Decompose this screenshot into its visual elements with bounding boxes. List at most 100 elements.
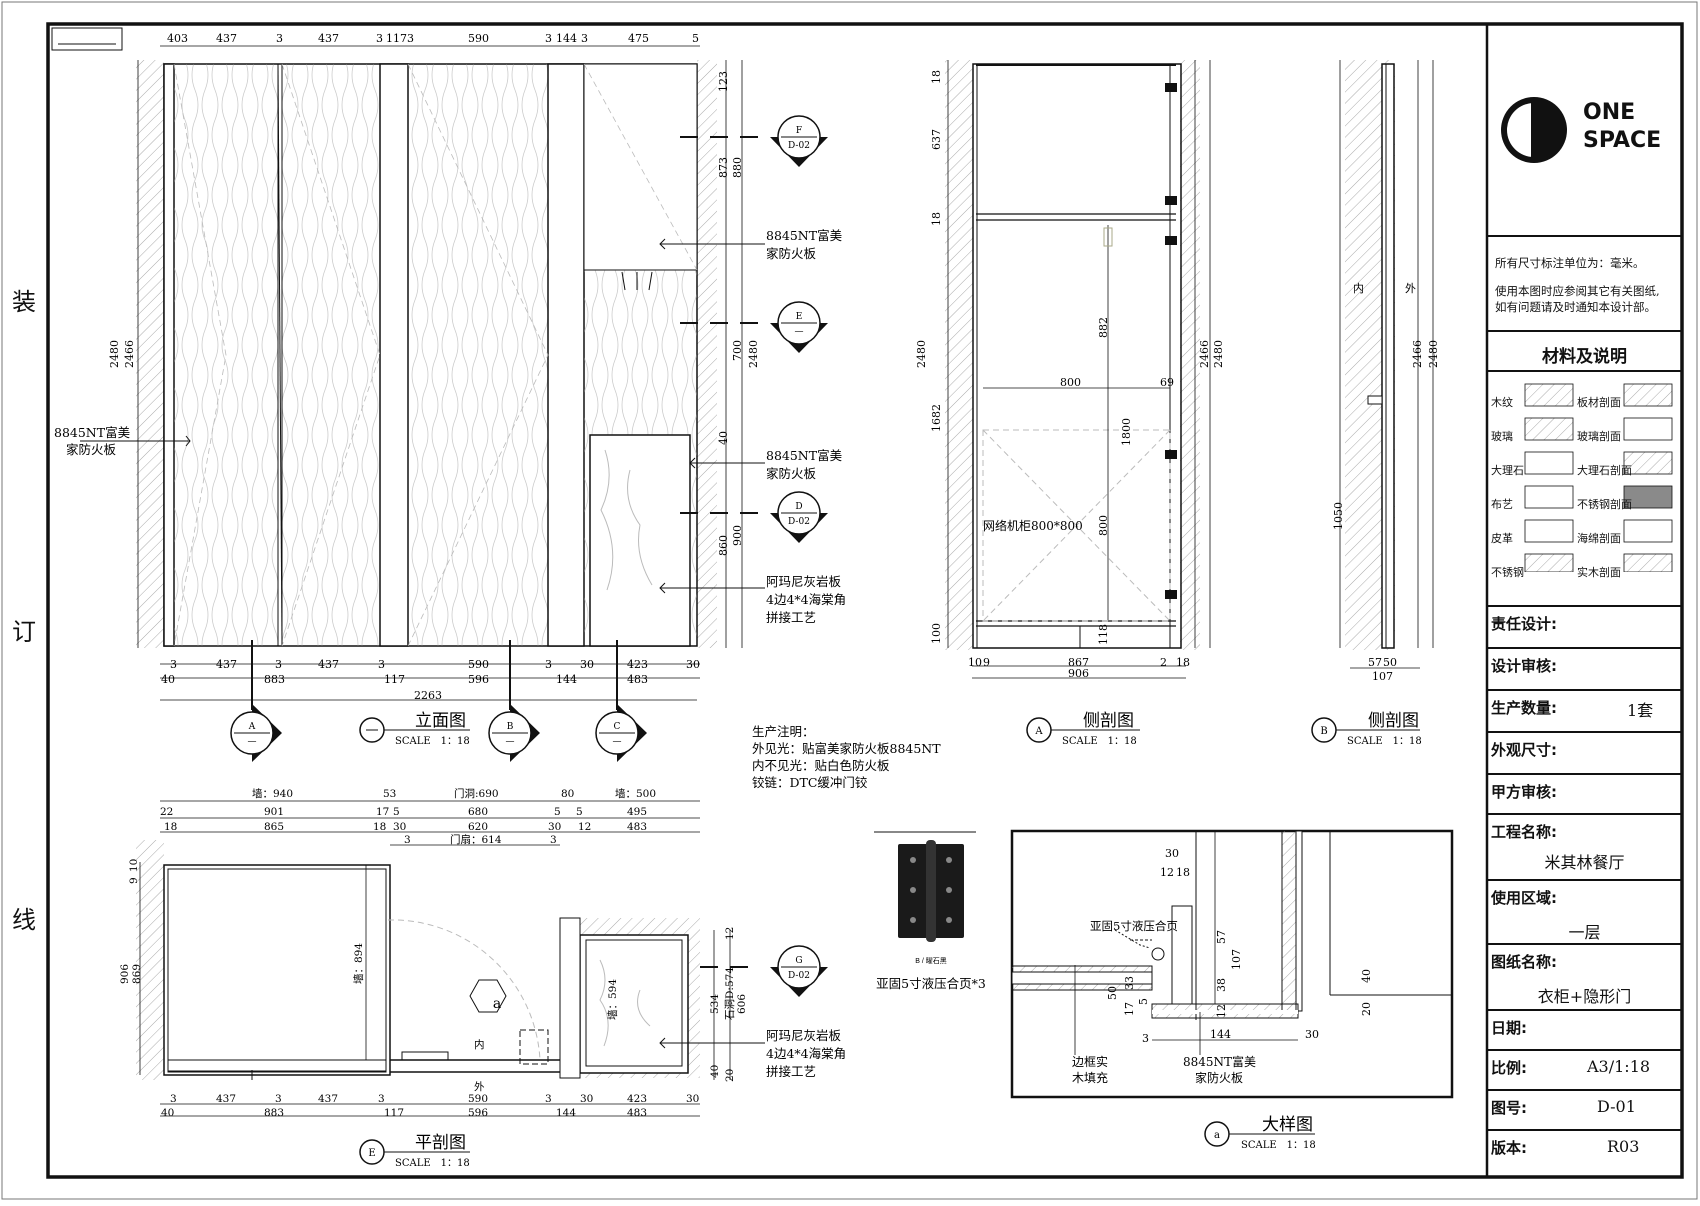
- notes-line-2: 内不见光：贴白色防火板: [752, 758, 890, 773]
- label-fireboard-mid-1: 8845NT富美: [766, 448, 842, 463]
- dim-top-12: 3: [581, 32, 588, 45]
- plan-top3-4: 30: [393, 821, 406, 833]
- materials-swatches: [1524, 383, 1673, 572]
- detail-dim-16: 3: [1142, 1032, 1149, 1045]
- dim-top-5: 437: [318, 32, 339, 45]
- network-cabinet-label: 网络机柜800*800: [983, 518, 1083, 533]
- plan-bot2-6: 483: [627, 1107, 647, 1119]
- sa-bot-5: 18: [1176, 656, 1190, 669]
- notes-line-3: 铰链：DTC缓冲门铰: [752, 775, 868, 790]
- section-b-title: B 侧剖图 SCALE 1：18: [1311, 711, 1422, 747]
- plan-top3-2: 865: [264, 821, 284, 833]
- sa-dim-3: 18: [930, 212, 943, 226]
- notes-title: 生产注明：: [752, 724, 815, 739]
- detail-title-text: 大样图: [1262, 1115, 1313, 1135]
- plan-view: [136, 800, 765, 1117]
- plan-top3-7: 12: [578, 821, 591, 833]
- detail-fill-1: 边框实: [1072, 1054, 1108, 1069]
- marker-c-letter: C: [614, 722, 621, 732]
- marker-b-ref: —: [506, 737, 515, 747]
- dim-bot2-2: 883: [264, 673, 285, 686]
- label-fireboard-top-2: 家防火板: [766, 246, 817, 261]
- plan-left-4: 869: [131, 964, 143, 984]
- scale-value: A3/1:18: [1587, 1057, 1651, 1076]
- plan-top3-5: 620: [468, 821, 488, 833]
- plan-top2-6: 5: [554, 806, 561, 818]
- plan-top2-7: 5: [576, 806, 583, 818]
- logo-icon: [1501, 97, 1567, 163]
- dim-bot-8: 30: [580, 658, 594, 671]
- plan-outer-label: 外: [474, 1081, 485, 1093]
- section-b-view: [1339, 60, 1434, 669]
- plan-bot2-4: 596: [468, 1107, 488, 1119]
- drawing-label: 图纸名称:: [1491, 953, 1557, 971]
- plan-top4-1: 3: [404, 834, 411, 846]
- version-label: 版本:: [1491, 1139, 1527, 1157]
- dim-total: 2263: [414, 689, 442, 702]
- sb-bot-2: 50: [1383, 656, 1397, 669]
- mat-right-4: 不锈钢剖面: [1577, 498, 1632, 511]
- sb-dim-2: 2480: [1427, 340, 1440, 368]
- plan-bot1-10: 30: [686, 1093, 699, 1105]
- quantity-value: 1套: [1627, 701, 1654, 720]
- binding-char-mid: 订: [12, 618, 36, 646]
- drawing-row: 图纸名称:衣柜+隐形门: [1487, 943, 1682, 1009]
- dim-right-6: 40: [717, 431, 730, 445]
- plan-top3-6: 30: [548, 821, 561, 833]
- plan-top1-3: 门洞:690: [454, 787, 499, 800]
- plan-top2-3: 17: [376, 806, 389, 818]
- dim-bot2-5: 144: [556, 673, 577, 686]
- plan-title: E 平剖图 SCALE 1：18: [359, 1133, 470, 1169]
- dim-bot-3: 3: [275, 658, 282, 671]
- plan-bot1-4: 437: [318, 1093, 338, 1105]
- section-a-view: [945, 60, 1211, 679]
- dim-top-6: 3: [376, 32, 383, 45]
- sa-bot-2: 9: [983, 656, 990, 669]
- plan-bot1-3: 3: [275, 1093, 282, 1105]
- plan-scale: SCALE 1：18: [395, 1158, 470, 1169]
- dim-bot-7: 3: [545, 658, 552, 671]
- section-a-title: A 侧剖图 SCALE 1：18: [1026, 711, 1140, 747]
- plan-top3-8: 483: [627, 821, 647, 833]
- quantity-row: 生产数量:1套: [1487, 689, 1682, 731]
- dim-bot2-3: 117: [384, 673, 405, 686]
- plan-stone-3: 拼接工艺: [766, 1064, 816, 1079]
- sa-dim-5: 1682: [930, 404, 943, 432]
- scale-label: 比例:: [1491, 1059, 1527, 1077]
- area-label: 使用区域:: [1491, 889, 1557, 907]
- section-a-title-text: 侧剖图: [1083, 711, 1134, 731]
- version-row: 版本:R03: [1487, 1129, 1682, 1175]
- dim-bot-10: 30: [686, 658, 700, 671]
- marker-a-ref: —: [248, 737, 257, 747]
- mat-right-6: 实木剖面: [1577, 566, 1621, 579]
- dim-top-11: 144: [556, 32, 577, 45]
- marker-d-letter: D: [795, 502, 802, 512]
- dim-bot-5: 3: [378, 658, 385, 671]
- detail-dim-2: 12: [1160, 866, 1174, 879]
- marker-f-letter: F: [796, 126, 802, 136]
- plan-bot1-6: 590: [468, 1093, 488, 1105]
- detail-dim-7: 12: [1215, 1004, 1228, 1018]
- date-row: 日期:: [1487, 1009, 1682, 1049]
- sa-dim-4: 2480: [915, 340, 928, 368]
- plan-stone-2: 4边4*4海棠角: [766, 1046, 846, 1061]
- elevation-view: [80, 45, 765, 710]
- marker-c-ref: —: [613, 737, 622, 747]
- number-row: 图号:D-01: [1487, 1089, 1682, 1129]
- sa-dim-r1: 2466: [1198, 340, 1211, 368]
- section-marker-d: D D-02: [770, 491, 828, 543]
- elevation-title-text: 立面图: [415, 711, 466, 731]
- marker-g-ref: D-02: [788, 971, 810, 981]
- plan-right-4: 606: [736, 994, 748, 1014]
- sb-dim-1: 2466: [1411, 340, 1424, 368]
- sb-dim-3: 1050: [1332, 502, 1345, 530]
- client-label: 甲方审核:: [1491, 783, 1557, 801]
- mat-left-2: 玻璃: [1491, 430, 1513, 443]
- project-row: 工程名称:米其林餐厅: [1487, 813, 1682, 879]
- mat-left-6: 不锈钢: [1491, 566, 1524, 579]
- size-row: 外观尺寸:: [1487, 731, 1682, 773]
- label-stone-1: 阿玛尼灰岩板: [766, 574, 842, 589]
- dim-right-5: 2480: [747, 340, 760, 368]
